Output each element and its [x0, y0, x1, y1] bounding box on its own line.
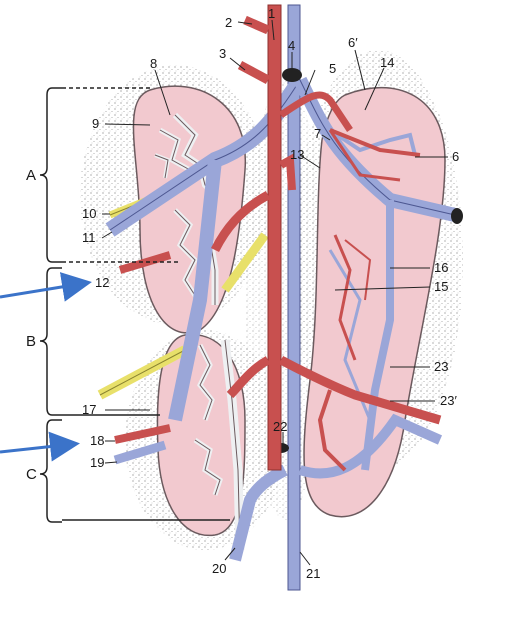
- label-12: 12: [95, 275, 109, 290]
- label-21: 21: [306, 566, 320, 581]
- pointer-arrow-icon: [0, 272, 92, 302]
- label-19: 19: [90, 455, 104, 470]
- label-2: 2: [225, 15, 232, 30]
- label-5: 5: [329, 61, 336, 76]
- label-16: 16: [434, 260, 448, 275]
- label-23prime: 23′: [440, 393, 457, 408]
- section-brackets: [39, 87, 230, 523]
- section-label-b: B: [26, 333, 36, 350]
- label-18: 18: [90, 433, 104, 448]
- label-6prime: 6′: [348, 35, 358, 50]
- leader-lines: [101, 19, 448, 566]
- label-11: 11: [82, 230, 96, 245]
- label-23: 23: [434, 359, 448, 374]
- pointer-arrows: [0, 272, 92, 462]
- pointer-arrow-icon: [0, 431, 80, 462]
- label-8: 8: [150, 56, 157, 71]
- left-upper-collecting-system: [154, 112, 219, 305]
- label-22: 22: [273, 419, 287, 434]
- label-10: 10: [82, 206, 96, 221]
- label-14: 14: [380, 55, 394, 70]
- section-label-a: A: [26, 167, 36, 184]
- label-7: 7: [314, 126, 321, 141]
- section-label-c: C: [26, 466, 37, 483]
- arterial-system: [114, 4, 442, 472]
- label-6: 6: [452, 149, 459, 164]
- left-lower-collecting-system: [193, 339, 245, 551]
- label-13: 13: [290, 147, 304, 162]
- label-1: 1: [268, 6, 275, 21]
- label-4: 4: [288, 38, 295, 53]
- label-9: 9: [92, 116, 99, 131]
- right-kidney: [303, 86, 446, 518]
- label-17: 17: [82, 402, 96, 417]
- label-20: 20: [212, 561, 226, 576]
- label-3: 3: [219, 46, 226, 61]
- label-15: 15: [434, 279, 448, 294]
